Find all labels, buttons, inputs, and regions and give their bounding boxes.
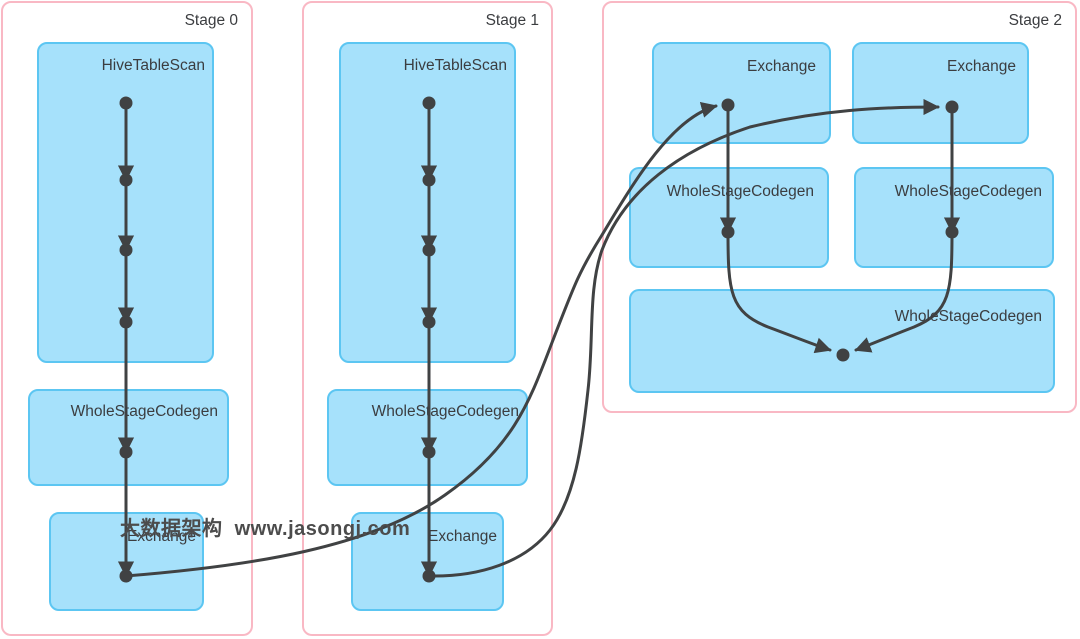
stage1-hivetablescan-label: HiveTableScan <box>404 57 507 74</box>
graph-node-dot <box>422 445 436 459</box>
graph-node-dot <box>721 225 735 239</box>
graph-node-dot <box>836 348 850 362</box>
graph-node-dot <box>422 96 436 110</box>
edge-stage1-exchange-to-stage2-exchange-right <box>427 98 940 578</box>
edge-stage2-wsc-left-to-wsc-bottom <box>726 230 832 354</box>
stage0-exchange-label: Exchange <box>127 528 196 545</box>
graph-node-dot <box>422 173 436 187</box>
stage2-exchange-left-label: Exchange <box>747 58 816 75</box>
graph-node-dot <box>119 173 133 187</box>
stage-1-label: Stage 1 <box>486 12 539 29</box>
stage2-wholestagecodegen-bottom-label: WholeStageCodegen <box>895 308 1042 325</box>
graph-node-dot <box>119 569 133 583</box>
edge-stage2-wsc-right-to-wsc-bottom <box>854 230 954 353</box>
graph-node-dot <box>422 315 436 329</box>
graph-node-dot <box>721 98 735 112</box>
graph-node-dot <box>422 243 436 257</box>
stage1-wholestagecodegen-label: WholeStageCodegen <box>372 403 519 420</box>
stage2-wholestagecodegen-bottom-box <box>629 289 1055 393</box>
watermark-text: 大数据架构 www.jasongj.com <box>120 518 411 540</box>
stage2-wholestagecodegen-right-label: WholeStageCodegen <box>895 183 1042 200</box>
graph-node-dot <box>945 100 959 114</box>
stage1-exchange-label: Exchange <box>428 528 497 545</box>
graph-node-dot <box>422 569 436 583</box>
stage0-hivetablescan-label: HiveTableScan <box>102 57 205 74</box>
stage-2-label: Stage 2 <box>1009 12 1062 29</box>
graph-node-dot <box>119 243 133 257</box>
stage2-exchange-right-box <box>852 42 1029 144</box>
stage2-wholestagecodegen-left-label: WholeStageCodegen <box>667 183 814 200</box>
edge-stage0-exchange-to-stage2-exchange-left <box>124 102 718 578</box>
stage-0-label: Stage 0 <box>185 12 239 29</box>
stage0-wholestagecodegen-label: WholeStageCodegen <box>71 403 218 420</box>
stage2-exchange-right-label: Exchange <box>947 58 1016 75</box>
graph-node-dot <box>945 225 959 239</box>
graph-node-dots <box>119 96 959 583</box>
graph-node-dot <box>119 445 133 459</box>
graph-node-dot <box>119 315 133 329</box>
graph-node-dot <box>119 96 133 110</box>
